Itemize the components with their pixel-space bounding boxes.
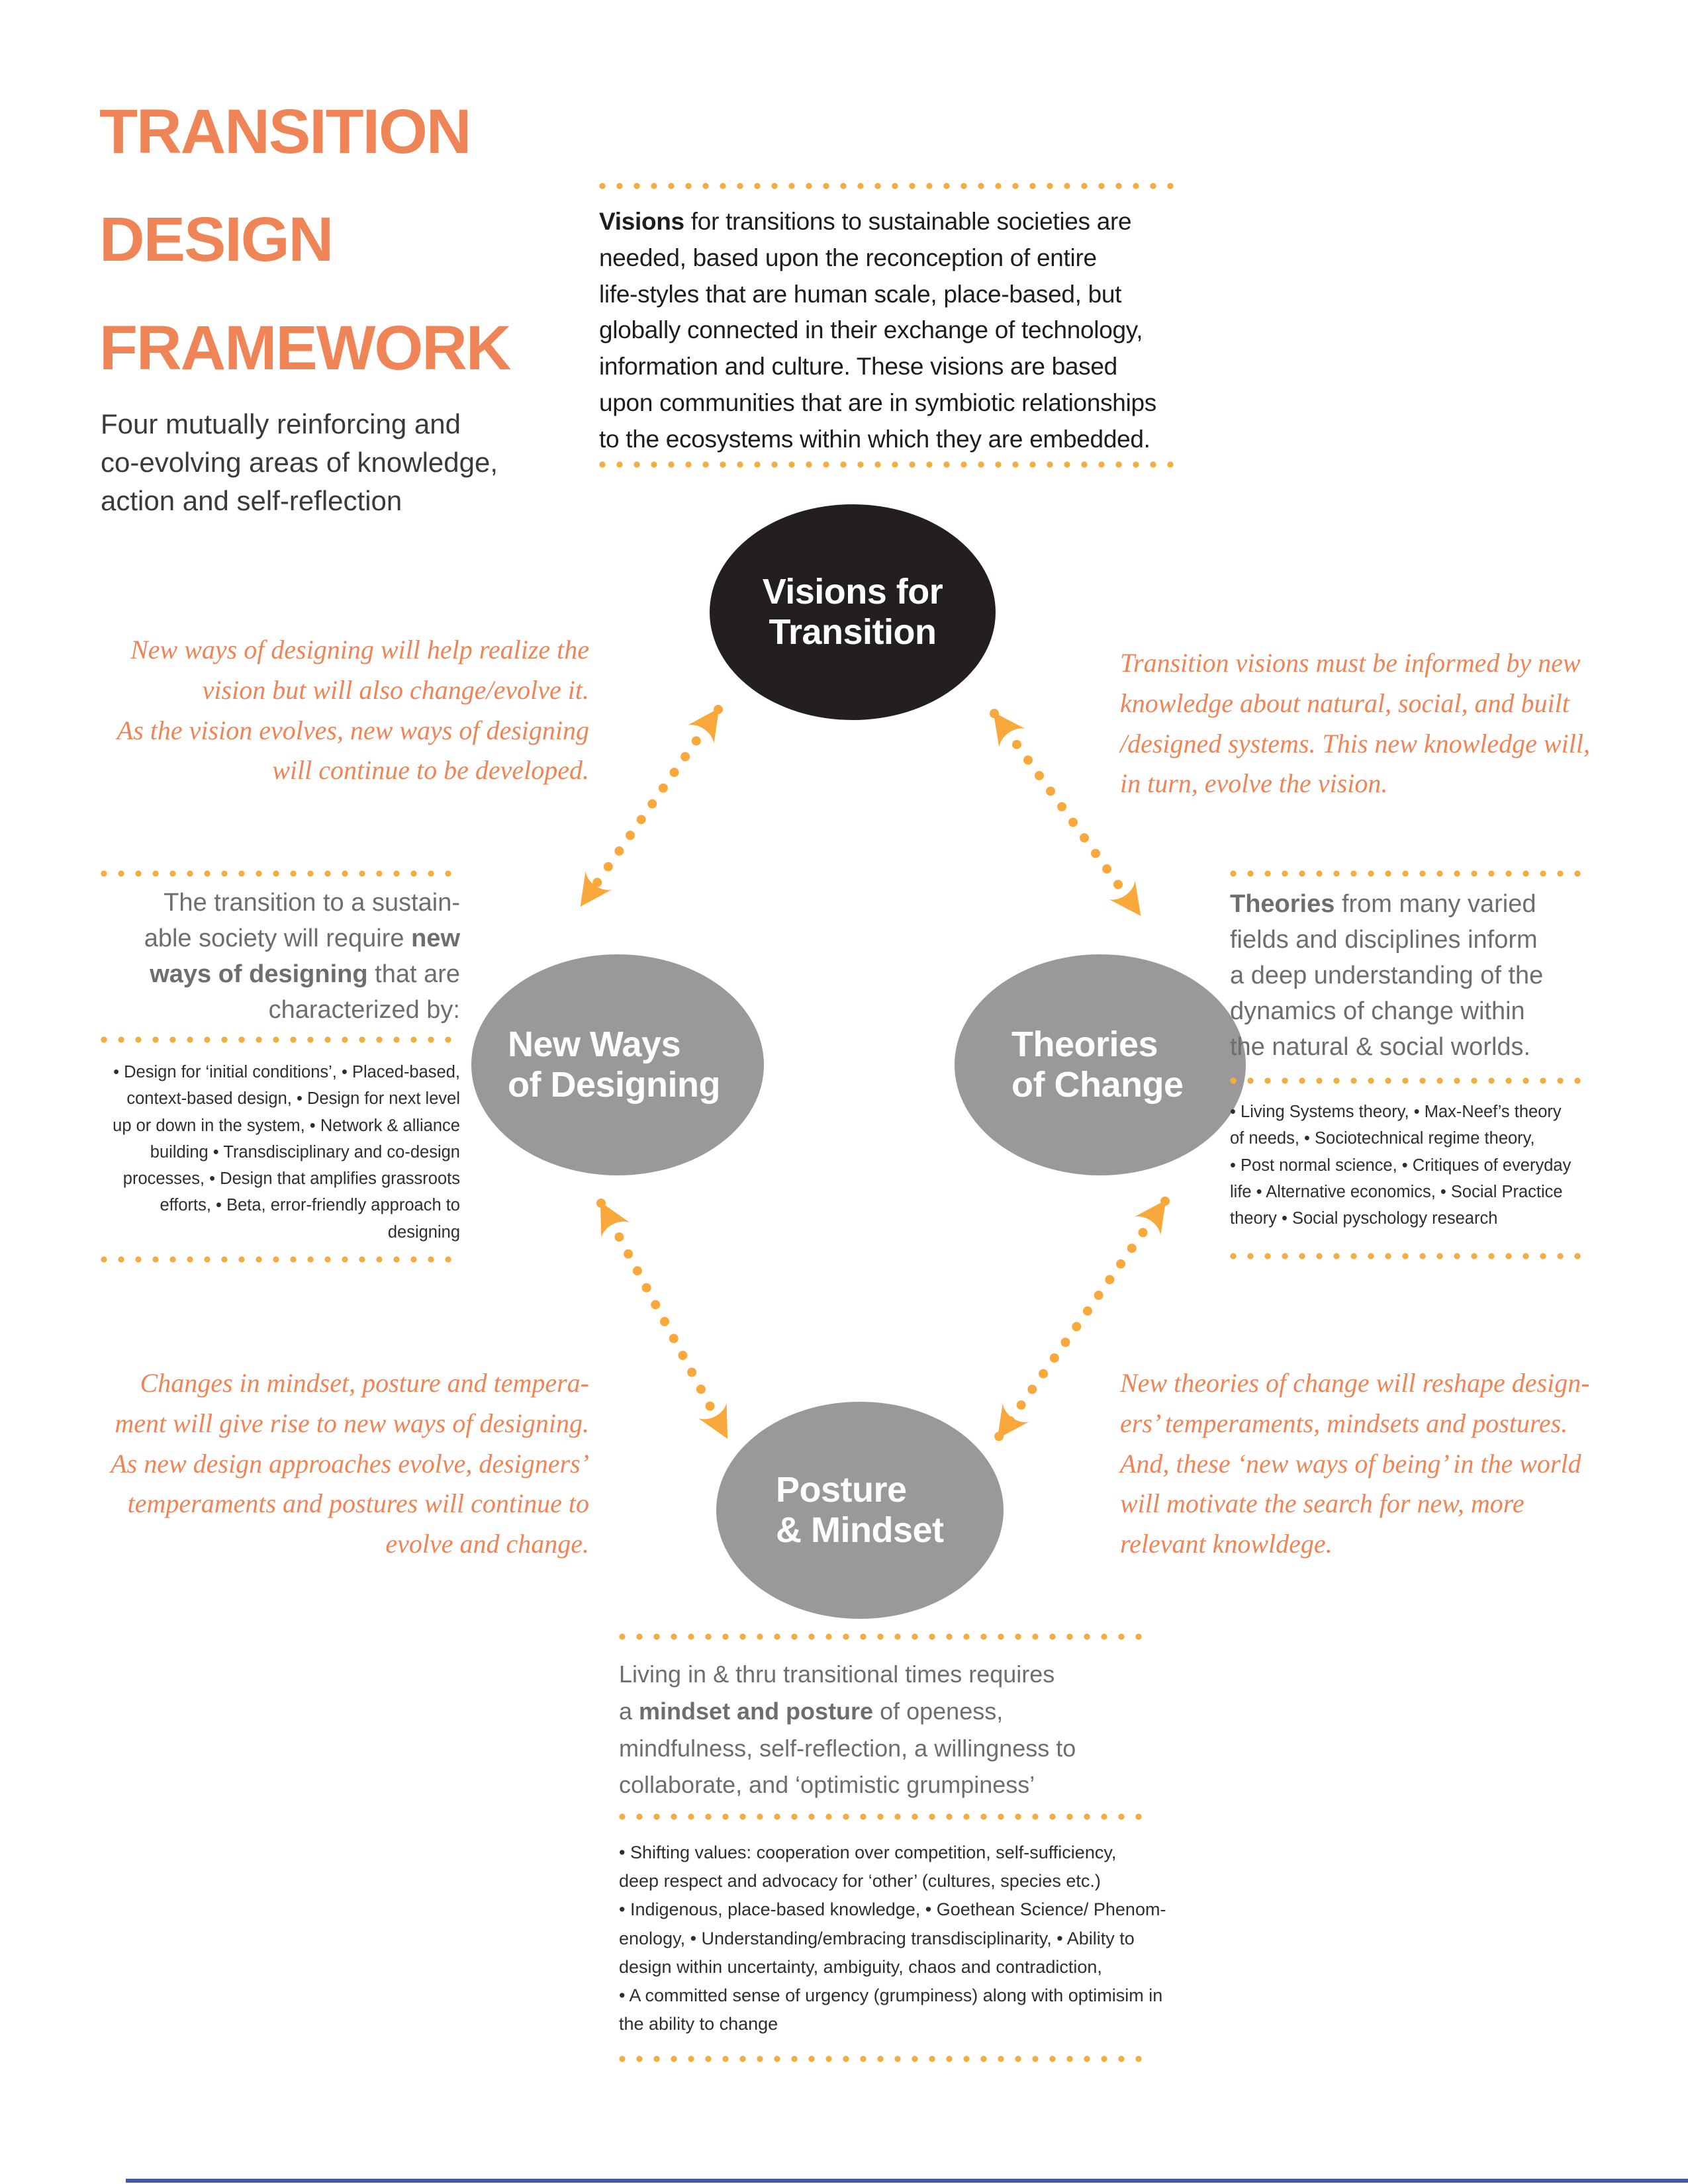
- dotted-rule-right-top: [1230, 870, 1591, 877]
- intro-lead-word: Visions: [599, 208, 684, 235]
- dotted-rule-right-middle: [1230, 1077, 1591, 1084]
- right-panel-bullets: • Living Systems theory, • Max-Neef’s th…: [1230, 1103, 1571, 1228]
- left-panel-heading: The transition to a sustain- able societ…: [26, 886, 460, 1028]
- double-arrow-icon-newways-posture: [596, 1199, 731, 1442]
- page-subtitle: Four mutually reinforcing and co-evolvin…: [101, 408, 498, 516]
- left-panel-bullets: • Design for ‘initial conditions’, • Pla…: [113, 1063, 460, 1242]
- new-ways-node-label: New Ways of Designing: [508, 1024, 720, 1105]
- left-heading-post: that are characterized by:: [268, 960, 460, 1024]
- dotted-rule-intro-bottom: [599, 461, 1178, 468]
- dotted-rule-left-bottom: [101, 1256, 461, 1263]
- visions-for-transition-node: Visions for Transition: [710, 504, 996, 720]
- dotted-rule-bottom-middle: [619, 1813, 1143, 1820]
- bottom-heading-post: of openess, mindfulness, self-reflection…: [619, 1697, 1076, 1799]
- posture-node-label: Posture & Mindset: [776, 1469, 944, 1550]
- annotation-top-right: Transition visions must be informed by n…: [1120, 648, 1590, 799]
- left-heading-bold: new ways of designing: [150, 924, 460, 988]
- visions-node-label: Visions for Transition: [762, 571, 943, 652]
- dotted-rule-left-top: [101, 870, 461, 877]
- double-arrow-icon-visions-theories: [990, 709, 1145, 919]
- dotted-rule-bottom-bottom: [619, 2056, 1143, 2062]
- new-ways-of-designing-node: New Ways of Designing: [471, 954, 764, 1175]
- posture-mindset-node: Posture & Mindset: [716, 1402, 1004, 1619]
- theories-node-label: Theories of Change: [1011, 1024, 1184, 1105]
- annotation-bottom-right: New theories of change will reshape desi…: [1120, 1368, 1590, 1559]
- right-heading-rest: from many varied fields and disciplines …: [1230, 890, 1544, 1061]
- bottom-heading-pre: Living in & thru transitional times requ…: [619, 1661, 1055, 1725]
- left-heading-pre: The transition to a sustain- able societ…: [144, 889, 460, 952]
- dotted-rule-right-bottom: [1230, 1253, 1591, 1259]
- bottom-heading-bold: mindset and posture: [639, 1697, 874, 1725]
- dotted-rule-left-middle: [101, 1036, 461, 1043]
- dotted-rule-bottom-top: [619, 1633, 1143, 1640]
- bottom-panel-heading: Living in & thru transitional times requ…: [619, 1656, 1162, 1803]
- annotation-top-left: New ways of designing will help realize …: [117, 635, 589, 786]
- theories-of-change-node: Theories of Change: [955, 954, 1246, 1175]
- right-heading-bold: Theories: [1230, 890, 1335, 918]
- double-arrow-icon-visions-newways: [577, 705, 723, 910]
- annotation-bottom-left: Changes in mindset, posture and tempera-…: [111, 1368, 589, 1559]
- bottom-panel-bullets: • Shifting values: cooperation over comp…: [619, 1843, 1166, 2034]
- dotted-rule-intro-top: [599, 183, 1178, 189]
- intro-body-text: for transitions to sustainable societies…: [599, 208, 1156, 453]
- page-edge-blue-bar: [126, 2179, 1688, 2183]
- right-panel-heading: Theories from many varied fields and dis…: [1230, 887, 1634, 1066]
- intro-paragraph: Visions for transitions to sustainable s…: [599, 204, 1215, 457]
- page-title: TRANSITION DESIGN FRAMEWORK: [99, 97, 512, 383]
